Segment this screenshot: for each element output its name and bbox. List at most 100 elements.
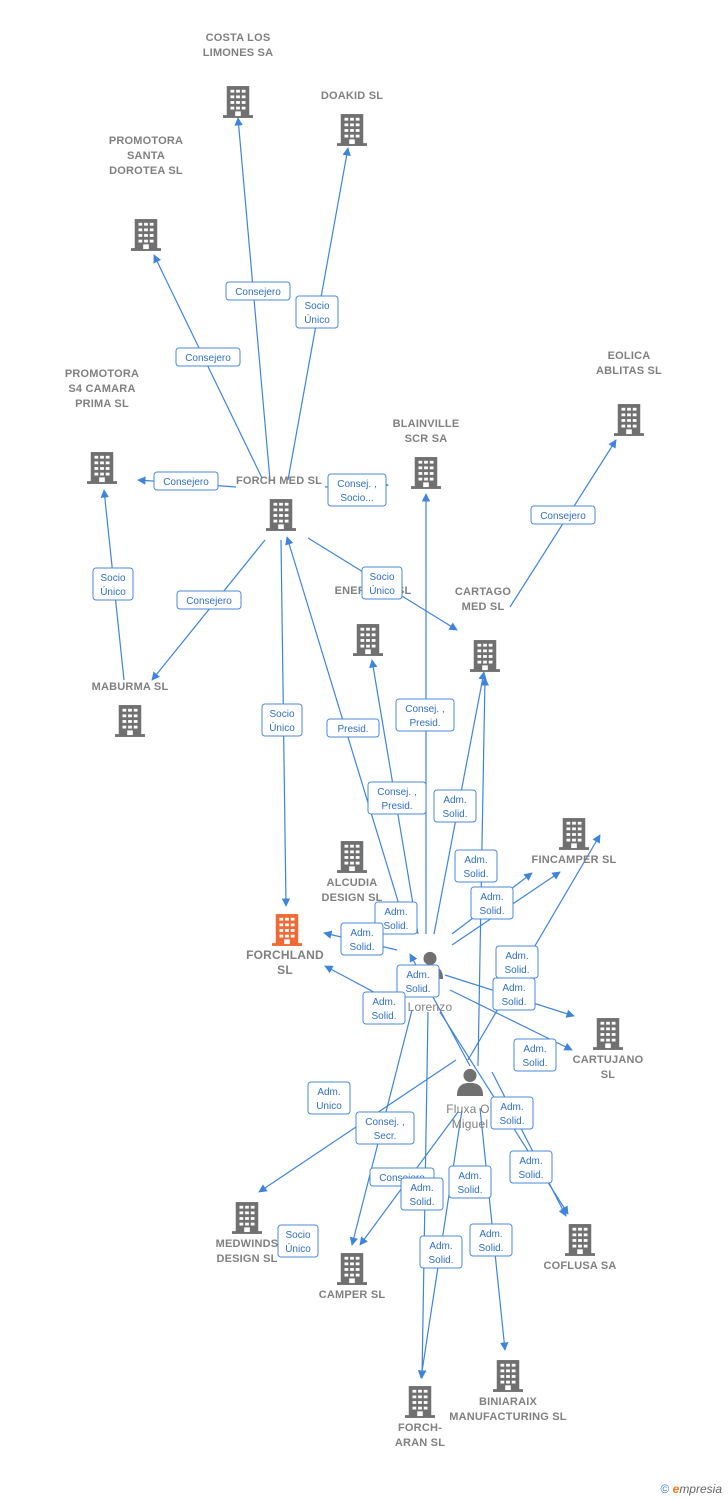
relation-text: Adm.Solid.	[428, 1241, 453, 1266]
relation-text-line: Consejero	[163, 477, 209, 488]
company-node-forchmed[interactable]: FORCH MED SL	[236, 475, 322, 531]
relation-label-r16[interactable]: Adm.Solid.	[374, 901, 418, 935]
relation-text-line: Unico	[316, 1101, 342, 1112]
building-icon	[405, 1386, 435, 1418]
relation-label-r21[interactable]: Adm.Solid.	[495, 945, 539, 979]
relation-label-r3[interactable]: Consejero	[175, 347, 241, 367]
building-icon	[565, 1224, 595, 1256]
relation-label-r8[interactable]: Consejero	[176, 590, 242, 610]
relation-text-line: Adm.	[500, 1102, 523, 1113]
relation-label-r19[interactable]: Adm.Solid.	[396, 964, 440, 998]
company-node-forcharan[interactable]: FORCH-ARAN SL	[395, 1386, 445, 1449]
relation-label-r4[interactable]: Consejero	[153, 471, 219, 491]
relation-label-r30[interactable]: Adm.Solid.	[509, 1150, 553, 1184]
company-node-coflusa[interactable]: COFLUSA SA	[543, 1224, 616, 1272]
company-name-line: CARTAGO	[455, 586, 511, 598]
relation-box	[175, 347, 241, 367]
relation-label-r18[interactable]: Adm.Solid.	[470, 886, 514, 920]
relation-label-r25[interactable]: Consej. ,Secr.	[355, 1111, 415, 1145]
relation-box	[340, 922, 384, 956]
company-name: FORCH-ARAN SL	[395, 1422, 445, 1449]
relation-box	[307, 1081, 351, 1115]
relation-label-r27[interactable]: Adm.Solid.	[448, 1165, 492, 1199]
relation-label-r5[interactable]: Consej. ,Socio...	[327, 473, 387, 507]
building-icon	[223, 86, 253, 118]
relation-label-r31[interactable]: Adm.Solid.	[419, 1235, 463, 1269]
relation-text: Consej. ,Presid.	[377, 787, 416, 812]
relation-text-line: Adm.	[372, 997, 395, 1008]
person-name-line: Fluxa Or	[446, 1102, 494, 1116]
relation-text-line: Único	[369, 584, 395, 597]
relation-text-line: Adm.	[443, 795, 466, 806]
relation-text-line: Solid.	[442, 809, 467, 820]
relation-text: Adm. Solid.	[371, 997, 396, 1022]
company-name: COFLUSA SA	[543, 1260, 616, 1272]
relation-text: Adm. Solid.	[501, 983, 526, 1008]
relation-box	[176, 590, 242, 610]
relation-label-r17[interactable]: Adm.Solid.	[340, 922, 384, 956]
company-name-line: MEDWINDS	[216, 1238, 279, 1250]
relation-text-line: Adm.	[502, 983, 525, 994]
relation-label-r26[interactable]: Adm.Solid.	[490, 1096, 534, 1130]
building-icon	[411, 457, 441, 489]
relation-label-r24[interactable]: Adm. Unico	[307, 1081, 351, 1115]
relation-text-line: Solid.	[383, 921, 408, 932]
relation-label-r13[interactable]: Consej. ,Presid.	[367, 781, 427, 815]
building-icon	[337, 841, 367, 873]
relation-label-r11[interactable]: Presid.	[326, 718, 380, 738]
relation-text: Adm.Solid.	[478, 1229, 503, 1254]
relation-label-r22[interactable]: Adm. Solid.	[492, 977, 536, 1011]
relation-label-r29[interactable]: Adm.Solid.	[400, 1177, 444, 1211]
relation-text-line: Socio	[269, 709, 294, 720]
relation-label-r14[interactable]: Adm. Solid.	[433, 789, 477, 823]
relation-text: Adm.Solid.	[457, 1171, 482, 1196]
relation-label-r20[interactable]: Adm. Solid.	[362, 991, 406, 1025]
relation-label-r1[interactable]: Consejero	[225, 281, 291, 301]
company-node-maburma[interactable]: MABURMA SL	[92, 681, 169, 737]
relation-text: Adm.Solid.	[409, 1183, 434, 1208]
relation-label-r12[interactable]: Consej. ,Presid.	[395, 698, 455, 732]
company-node-doakid[interactable]: DOAKID SL	[321, 90, 383, 146]
relation-edge	[151, 539, 266, 681]
relation-text-line: Socio...	[340, 493, 373, 504]
company-node-fincamper[interactable]: FINCAMPER SL	[532, 818, 617, 866]
relation-box	[419, 1235, 463, 1269]
relation-text: Consejero	[186, 596, 232, 607]
company-name-line: DESIGN SL	[321, 892, 382, 904]
relation-box	[400, 1177, 444, 1211]
relation-text-line: Adm.	[519, 1156, 542, 1167]
relation-text-line: Socio	[369, 572, 394, 583]
relation-text-line: Solid.	[501, 997, 526, 1008]
company-name-line: CAMPER SL	[319, 1289, 386, 1301]
relation-text-line: Adm.	[317, 1087, 340, 1098]
relation-label-r33[interactable]: Adm.Solid.	[469, 1223, 513, 1257]
relation-label-r15[interactable]: Adm.Solid.	[454, 849, 498, 883]
relation-label-r23[interactable]: Adm.Solid.	[513, 1038, 557, 1072]
relation-label-r6[interactable]: Consejero	[530, 505, 596, 525]
company-name: FORCH MED SL	[236, 475, 322, 487]
relation-text-line: Solid.	[371, 1011, 396, 1022]
company-node-camper[interactable]: CAMPER SL	[319, 1253, 386, 1301]
company-name-line: BLAINVILLE	[393, 418, 460, 430]
